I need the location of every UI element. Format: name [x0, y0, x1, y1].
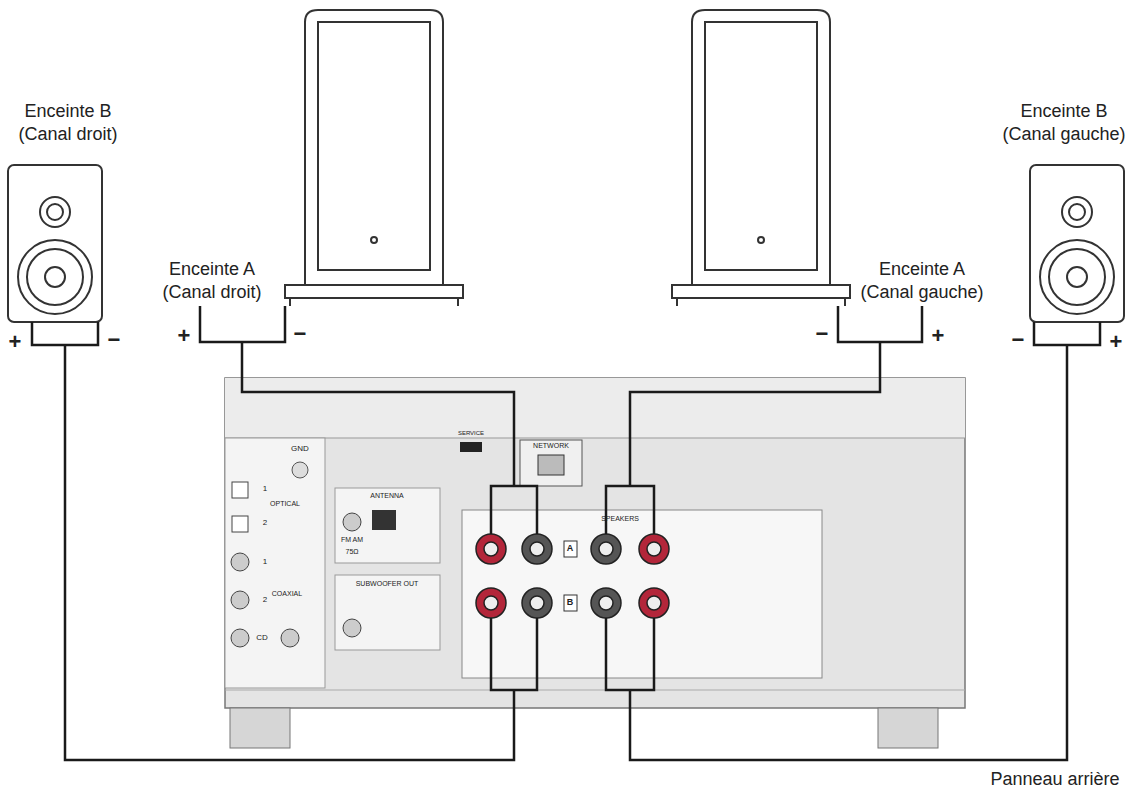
- polarity-sign: +: [5, 328, 25, 356]
- port-label: 75Ω: [337, 548, 367, 557]
- polarity-sign: +: [928, 322, 948, 350]
- port-label: ANTENNA: [357, 492, 417, 501]
- port-label: 1: [259, 484, 271, 494]
- polarity-sign: −: [290, 320, 310, 348]
- bookshelf-speaker: [1030, 165, 1124, 322]
- tower-speaker: [285, 10, 463, 306]
- speaker-label: Enceinte A (Canal droit): [142, 258, 282, 303]
- speaker-wire: [32, 306, 1100, 760]
- terminal-label: A: [564, 542, 577, 555]
- amplifier-rear-panel: [225, 378, 965, 748]
- polarity-sign: −: [104, 326, 124, 354]
- speaker-label: Enceinte B (Canal gauche): [994, 100, 1134, 145]
- port-label: FM AM: [332, 536, 372, 545]
- port-label: 2: [259, 595, 271, 605]
- port-label: SERVICE: [451, 430, 491, 438]
- port-label: 2: [259, 518, 271, 528]
- port-label: CD: [252, 633, 272, 643]
- terminal-label: B: [564, 596, 577, 609]
- port-label: SPEAKERS: [590, 515, 650, 524]
- port-label: GND: [280, 444, 320, 454]
- bookshelf-speaker: [8, 165, 102, 322]
- port-label: 1: [259, 557, 271, 567]
- polarity-sign: −: [812, 320, 832, 348]
- port-label: SUBWOOFER OUT: [352, 580, 422, 589]
- polarity-sign: +: [174, 322, 194, 350]
- speaker-label: Enceinte B (Canal droit): [3, 100, 133, 145]
- tower-speaker: [672, 10, 850, 306]
- port-label: COAXIAL: [262, 590, 312, 599]
- port-label: OPTICAL: [260, 500, 310, 509]
- speaker-label: Enceinte A (Canal gauche): [852, 258, 992, 303]
- panel-caption: Panneau arrière: [980, 768, 1130, 791]
- polarity-sign: −: [1008, 326, 1028, 354]
- polarity-sign: +: [1106, 328, 1126, 356]
- port-label: NETWORK: [526, 442, 576, 451]
